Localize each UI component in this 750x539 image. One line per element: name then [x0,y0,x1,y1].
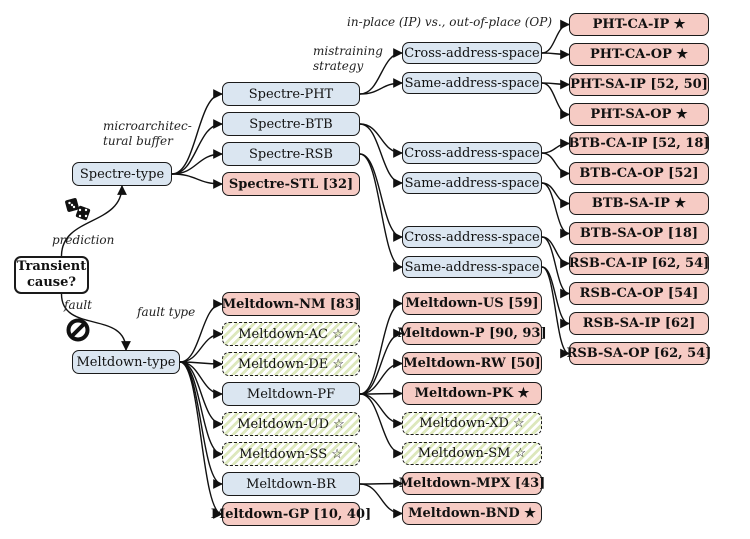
edge-pht-sa [359,78,403,95]
meltdown-p-node: Meltdown-P [90, 93] [397,322,547,345]
mistraining-label-line2: strategy [313,59,364,73]
root-node: Transient cause? [14,256,89,294]
edge-pf-4 [359,393,403,429]
meltdown-ud-node: Meltdown-UD ☆ [222,412,360,436]
pht-ca-ip-node: PHT-CA-IP ★ [569,13,709,36]
edge-btb-ca-ip [541,138,570,154]
edge-pf-0 [359,298,403,395]
rsb-ca-ip-node: RSB-CA-IP [62, 54] [569,252,709,275]
edge-rsb-ca-op [541,236,570,299]
microarch-label-line1: microarchitec- [103,119,192,133]
meltdown-ss-node: Meltdown-SS ☆ [222,442,360,466]
edge-pht-sa-op [541,82,570,120]
meltdown-pk-node: Meltdown-PK ★ [402,382,542,405]
edge-br-mpx [359,478,403,489]
spectre-rsb-node: Spectre-RSB [222,142,360,166]
edge-btb-ca-op [541,152,570,179]
root-line2: cause? [27,275,76,290]
rsb-cross-address-node: Cross-address-space [402,226,542,248]
rsb-same-address-node: Same-address-space [402,256,542,278]
fault-type-label: fault type [137,305,196,319]
edge-pht-ca-op [541,49,570,60]
meltdown-rw-node: Meltdown-RW [50] [402,352,542,375]
edge-root-meltdown [60,293,131,351]
root-line1: Transient [16,259,87,274]
btb-ca-ip-node: BTB-CA-IP [52, 18] [568,132,710,155]
edge-pht-ca-ip [541,19,570,54]
microarch-label-line2: tural buffer [103,134,173,148]
pht-cross-address-node: Cross-address-space [402,42,542,64]
edge-btb-sa-ip [541,182,570,209]
btb-sa-op-node: BTB-SA-OP [18] [569,222,709,245]
meltdown-us-node: Meltdown-US [59] [402,292,542,315]
meltdown-xd-node: Meltdown-XD ☆ [402,412,542,435]
edge-rsb-sa [359,153,403,272]
spectre-btb-node: Spectre-BTB [222,112,360,136]
pht-same-address-node: Same-address-space [402,72,542,94]
pht-sa-ip-node: PHT-SA-IP [52, 50] [569,73,709,96]
edge-meltdown-1 [179,329,223,363]
meltdown-mpx-node: Meltdown-MPX [43] [399,472,545,495]
edge-pf-2 [359,358,403,395]
edge-meltdown-6 [179,361,223,489]
edge-pf-1 [359,328,403,395]
rsb-ca-op-node: RSB-CA-OP [54] [569,282,709,305]
meltdown-ac-node: Meltdown-AC ☆ [222,322,360,346]
meltdown-gp-node: Meltdown-GP [10, 40] [211,502,371,526]
spectre-pht-node: Spectre-PHT [222,82,360,106]
edge-spectre-2 [171,149,223,175]
rsb-sa-op-node: RSB-SA-OP [62, 54] [567,342,711,365]
edge-meltdown-7 [179,361,223,519]
edge-spectre-3 [171,173,223,189]
edge-spectre-0 [171,89,223,175]
edge-rsb-sa-op [541,266,570,359]
dice-icon [65,198,91,221]
meltdown-br-node: Meltdown-BR [222,472,360,496]
edge-btb-ca [359,123,403,158]
edge-pf-5 [359,393,403,459]
edge-root-spectre [60,185,127,257]
meltdown-type-node: Meltdown-type [72,350,180,374]
btb-sa-ip-node: BTB-SA-IP ★ [569,192,709,215]
edge-pf-3 [359,388,403,399]
edge-spectre-1 [171,119,223,175]
ipop-label: in-place (IP) vs., out-of-place (OP) [347,15,553,29]
mistraining-label-line1: mistraining [313,44,383,58]
edge-pht-ca [359,48,403,95]
edge-btb-sa-op [541,182,570,239]
meltdown-pf-node: Meltdown-PF [222,382,360,406]
pht-ca-op-node: PHT-CA-OP ★ [569,43,709,66]
meltdown-sm-node: Meltdown-SM ☆ [402,442,542,465]
rsb-sa-ip-node: RSB-SA-IP [62] [569,312,709,335]
btb-ca-op-node: BTB-CA-OP [52] [569,162,709,185]
edge-br-bnd [359,483,403,519]
btb-cross-address-node: Cross-address-space [402,142,542,164]
edge-btb-sa [359,123,403,188]
meltdown-de-node: Meltdown-DE ☆ [222,352,360,376]
pht-sa-op-node: PHT-SA-OP ★ [569,103,709,126]
edge-meltdown-0 [179,299,223,363]
btb-same-address-node: Same-address-space [402,172,542,194]
prediction-label: prediction [52,233,115,247]
meltdown-bnd-node: Meltdown-BND ★ [402,502,542,525]
spectre-type-node: Spectre-type [72,162,172,186]
spectre-stl-node: Spectre-STL [32] [222,172,360,196]
prohibited-icon [66,318,90,342]
fault-label: fault [64,298,92,312]
edge-rsb-ca [359,153,403,242]
meltdown-nm-node: Meltdown-NM [83] [222,292,360,316]
edge-rsb-ca-ip [541,236,570,269]
edge-rsb-sa-ip [541,266,570,329]
